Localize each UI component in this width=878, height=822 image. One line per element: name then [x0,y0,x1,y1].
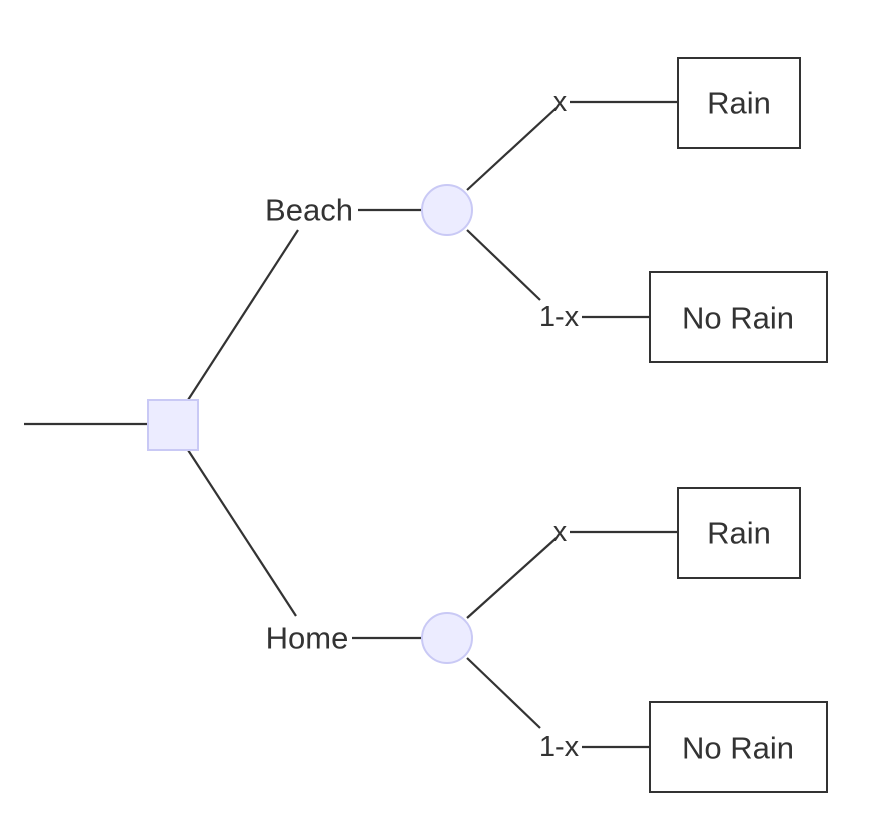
probability-label-home-norain: 1-x [539,731,580,763]
edge-beach-chance-to-x [466,107,557,191]
edge-decision-to-home [187,449,297,617]
outcome-box [649,271,828,363]
outcome-node-beach-rain: Rain [677,57,801,149]
probability-label-beach-rain: x [553,86,568,118]
probability-label-home-rain: x [553,516,568,548]
chance-node-beach [421,184,473,236]
outcome-box [677,487,801,579]
edge-beach-chance-to-1x [466,229,541,301]
outcome-label: No Rain [682,301,794,336]
outcome-node-home-rain: Rain [677,487,801,579]
edge-home-chance-to-x [466,537,557,619]
probability-label-beach-norain: 1-x [539,301,580,333]
outcome-node-beach-norain: No Rain [649,271,828,363]
branch-label-beach: Beach [265,193,353,228]
outcome-box [677,57,801,149]
outcome-node-home-norain: No Rain [649,701,828,793]
edge-decision-to-beach [187,229,299,401]
edge-home-chance-to-1x [466,657,541,729]
decision-node [147,399,199,451]
chance-node-home [421,612,473,664]
branch-label-home: Home [266,621,349,656]
outcome-label: No Rain [682,731,794,766]
outcome-label: Rain [707,86,771,121]
outcome-label: Rain [707,516,771,551]
outcome-box [649,701,828,793]
